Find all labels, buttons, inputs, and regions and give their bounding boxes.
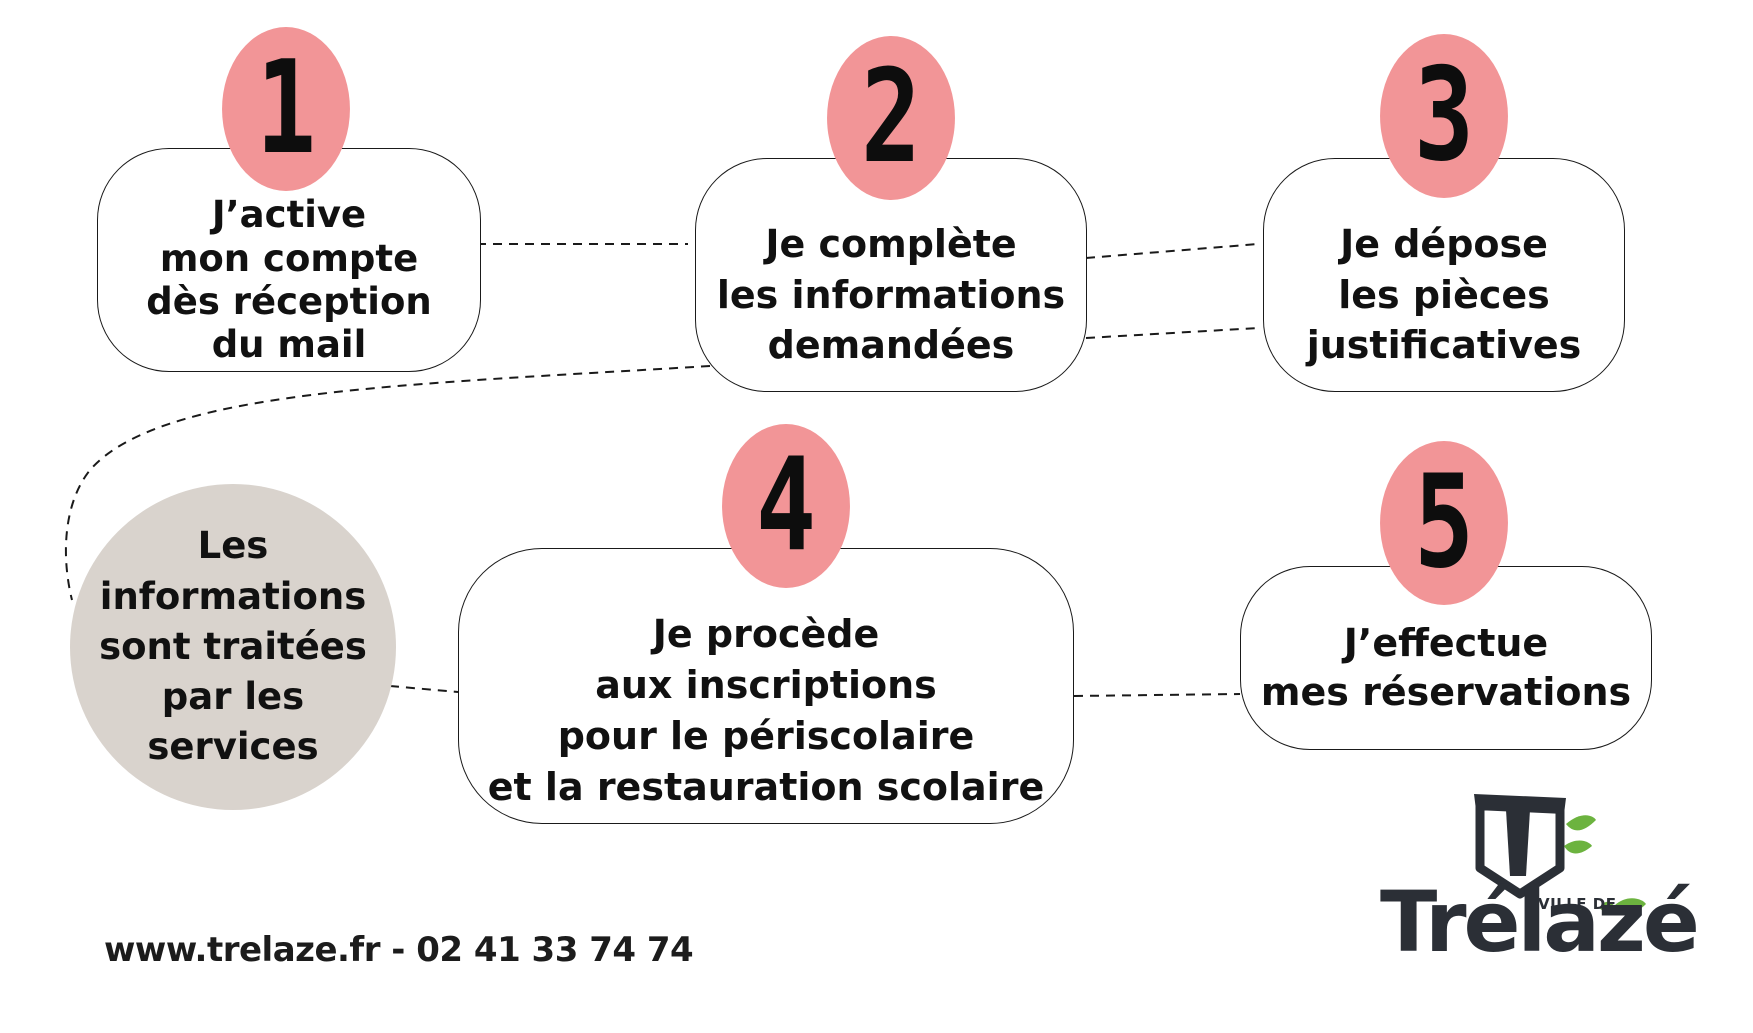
step-1-number: 1 bbox=[222, 27, 350, 191]
logo-ville-de: VILLE DE bbox=[1538, 895, 1617, 913]
connector-2-processing bbox=[65, 365, 711, 601]
connector-2-3-top bbox=[1085, 243, 1259, 259]
connector-2-3-bottom bbox=[1085, 327, 1259, 339]
step-5-text: J’effectue mes réservations bbox=[1260, 620, 1632, 714]
step-3-number: 3 bbox=[1380, 34, 1508, 198]
processing-text: Les informations sont traitées par les s… bbox=[99, 524, 367, 769]
footer-contact: www.trelaze.fr - 02 41 33 74 74 bbox=[104, 930, 694, 970]
step-4-text: Je procède aux inscriptions pour le péri… bbox=[487, 612, 1045, 809]
trelaze-logo bbox=[1474, 794, 1646, 914]
leaf-icon bbox=[1600, 898, 1646, 914]
step-5-number: 5 bbox=[1380, 441, 1508, 605]
shield-icon bbox=[1474, 794, 1596, 899]
step-2-number: 2 bbox=[827, 36, 955, 200]
step-4-box: Je procède aux inscriptions pour le péri… bbox=[458, 548, 1074, 824]
processing-circle: Les informations sont traitées par les s… bbox=[70, 484, 396, 810]
step-4-number: 4 bbox=[722, 424, 850, 588]
step-5-box: J’effectue mes réservations bbox=[1240, 566, 1652, 750]
connector-processing-4 bbox=[389, 685, 459, 693]
step-1-text: J’active mon compte dès réception du mai… bbox=[146, 193, 432, 367]
step-3-text: Je dépose les pièces justificatives bbox=[1306, 221, 1582, 368]
step-2-text: Je complète les informations demandées bbox=[716, 221, 1066, 368]
connector-4-5 bbox=[1073, 693, 1241, 697]
step-2-box: Je complète les informations demandées bbox=[695, 158, 1087, 392]
logo-wordmark: Trélazé bbox=[1380, 873, 1700, 971]
step-1-box: J’active mon compte dès réception du mai… bbox=[97, 148, 481, 372]
